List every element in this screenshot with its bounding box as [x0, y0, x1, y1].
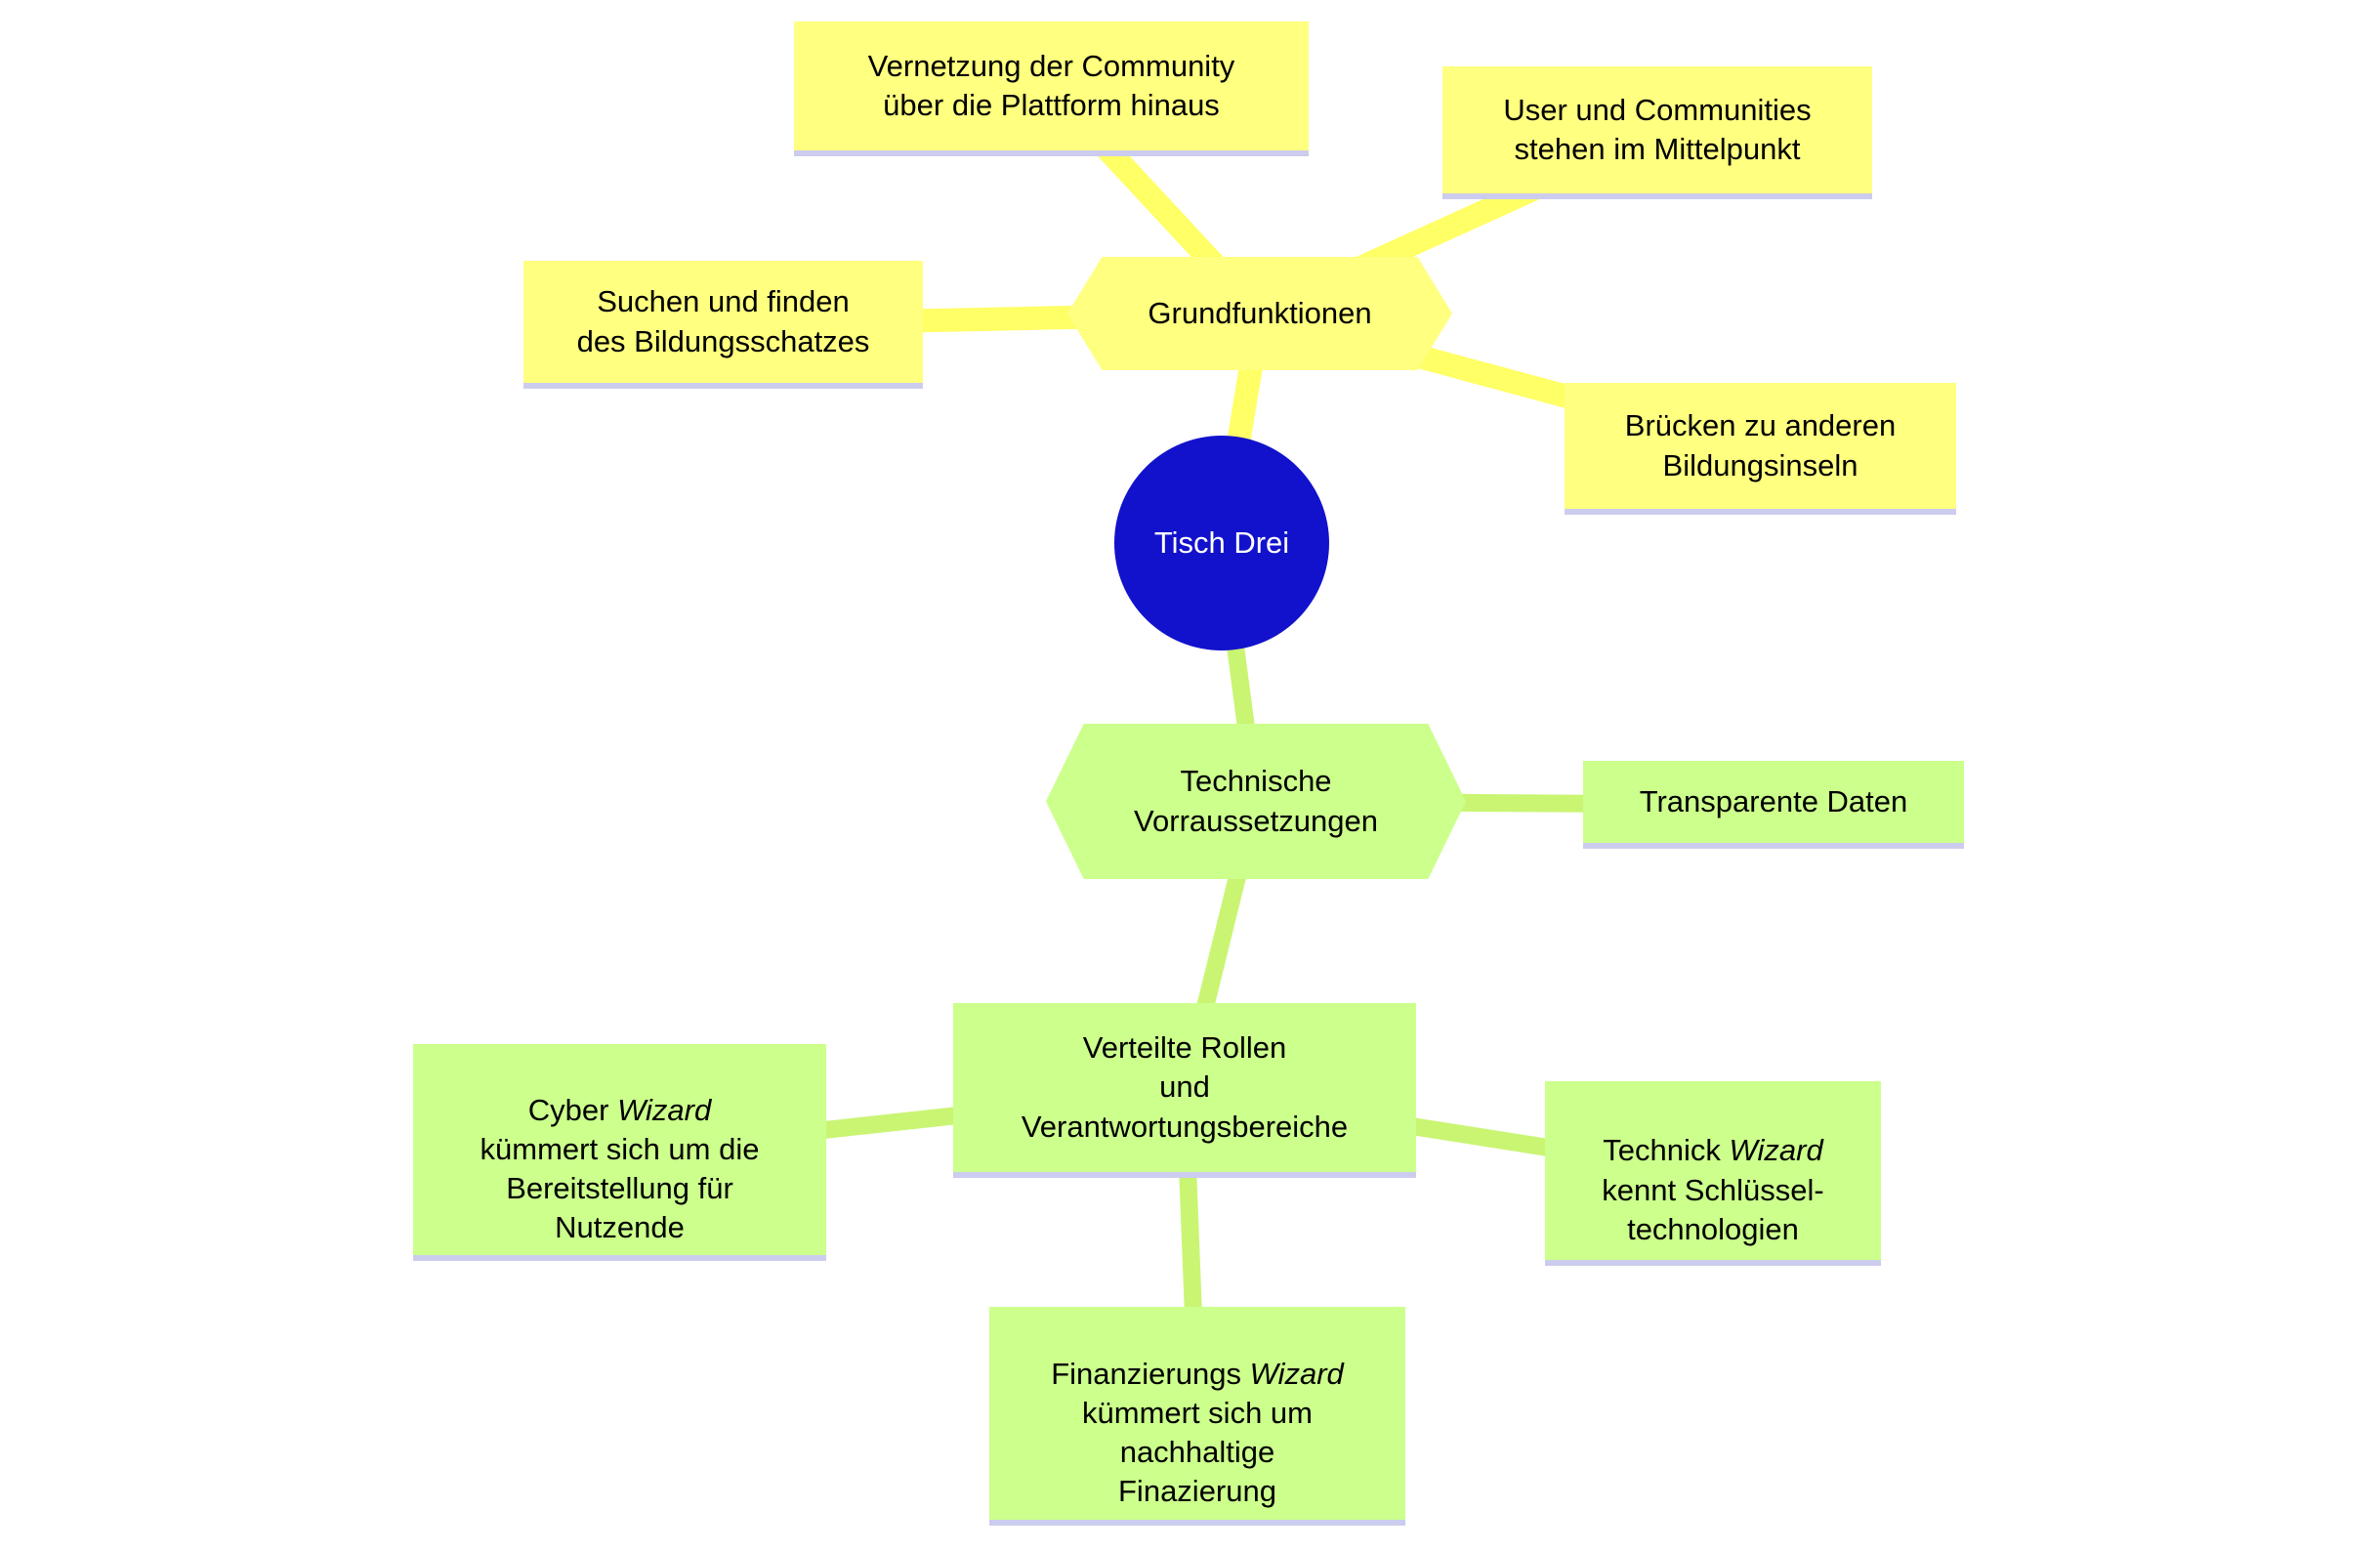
node-vernetzung-der-community[interactable]: Vernetzung der Community über die Plattf… [794, 21, 1309, 156]
node-grundfunktionen[interactable]: Grundfunktionen [1067, 257, 1452, 370]
node-suchen-und-finden[interactable]: Suchen und finden des Bildungsschatzes [523, 261, 923, 389]
node-label: Finanzierungs Wizard kümmert sich um nac… [1051, 1315, 1344, 1511]
node-label: Suchen und finden des Bildungsschatzes [576, 284, 870, 358]
node-label: Technick Wizard kennt Schlüssel- technol… [1602, 1092, 1823, 1249]
node-cyber-wizard[interactable]: Cyber Wizard kümmert sich um die Bereits… [413, 1044, 826, 1261]
node-technick-wizard[interactable]: Technick Wizard kennt Schlüssel- technol… [1545, 1081, 1881, 1266]
node-label: Verteilte Rollen und Verantwortungsberei… [1021, 1030, 1349, 1144]
label-pre: Technick [1603, 1133, 1730, 1168]
node-verteilte-rollen[interactable]: Verteilte Rollen und Verantwortungsberei… [953, 1003, 1416, 1178]
node-label: Tisch Drei [1153, 524, 1290, 560]
label-post: kümmert sich um die Bereitstellung für N… [480, 1131, 760, 1245]
node-bruecken-zu-anderen-bildungsinseln[interactable]: Brücken zu anderen Bildungsinseln [1565, 383, 1956, 515]
label-italic: Wizard [1729, 1133, 1823, 1168]
node-label: Transparente Daten [1639, 783, 1908, 818]
node-label: Cyber Wizard kümmert sich um die Bereits… [480, 1051, 760, 1247]
node-technische-vorraussetzungen[interactable]: Technische Vorraussetzungen [1046, 724, 1466, 879]
node-label: Grundfunktionen [1148, 295, 1372, 330]
node-label: Technische Vorraussetzungen [1134, 764, 1378, 838]
label-pre: Finanzierungs [1051, 1356, 1250, 1391]
node-user-und-communities[interactable]: User und Communities stehen im Mittelpun… [1442, 66, 1872, 199]
label-post: kennt Schlüssel- technologien [1602, 1172, 1824, 1246]
node-root-tisch-drei[interactable]: Tisch Drei [1114, 436, 1329, 650]
node-label: User und Communities stehen im Mittelpun… [1503, 92, 1812, 166]
label-pre: Cyber [527, 1092, 618, 1127]
label-italic: Wizard [617, 1092, 712, 1127]
node-label: Brücken zu anderen Bildungsinseln [1624, 408, 1897, 482]
label-post: kümmert sich um nachhaltige Finazierung [1082, 1395, 1313, 1509]
node-label: Vernetzung der Community über die Plattf… [867, 48, 1235, 122]
node-finanzierungs-wizard[interactable]: Finanzierungs Wizard kümmert sich um nac… [989, 1307, 1405, 1526]
label-italic: Wizard [1249, 1356, 1344, 1391]
node-transparente-daten[interactable]: Transparente Daten [1583, 761, 1964, 849]
